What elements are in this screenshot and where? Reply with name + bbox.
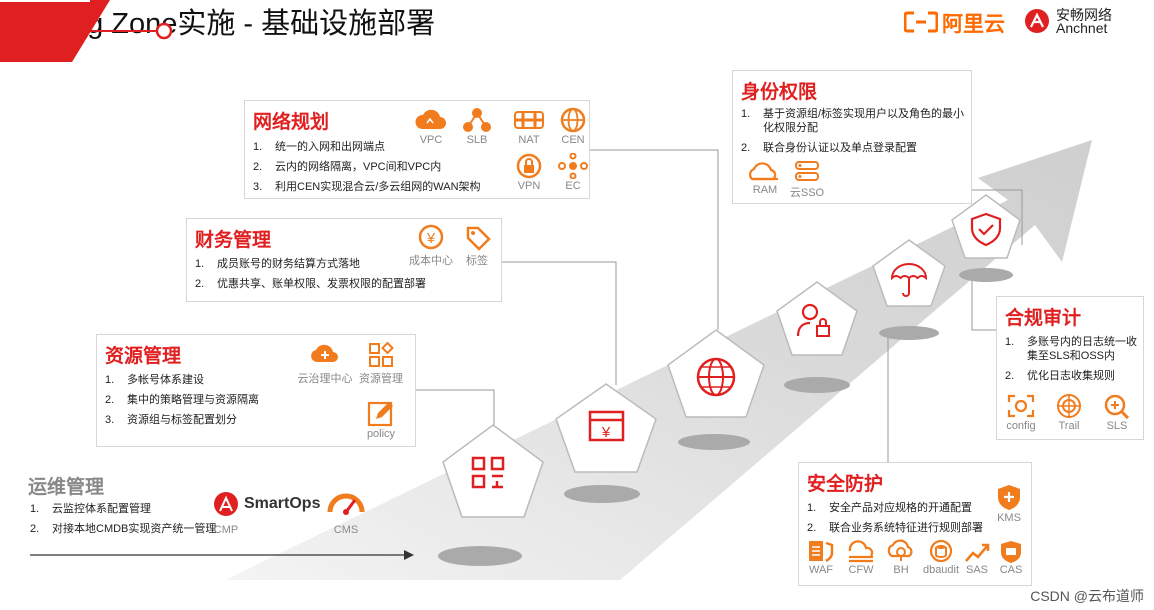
cfw-icon: CFW — [841, 539, 881, 576]
svg-text:¥: ¥ — [426, 230, 436, 247]
panel-network-title: 网络规划 — [253, 112, 330, 133]
panel-security-title: 安全防护 — [807, 474, 884, 495]
panel-security-list: 1.安全产品对应规格的开通配置 2.联合业务系统特征进行规则部署 — [807, 501, 987, 541]
cloud-governance-icon: 云治理中心 — [295, 341, 355, 386]
connector-identity — [972, 189, 1023, 245]
connector-resource — [416, 389, 495, 425]
anchnet-logo-icon — [1025, 9, 1049, 33]
vpn-icon: VPN — [501, 153, 557, 192]
step-shadow — [879, 326, 939, 340]
list-item: 2.优化日志收集规则 — [1005, 370, 1115, 382]
aliyun-logo-icon — [904, 11, 938, 33]
nat-icon: NAT — [501, 107, 557, 146]
list-item: 3.利用CEN实现混合云/多云组网的WAN架构 — [253, 181, 481, 193]
dbaudit-icon: dbaudit — [919, 539, 963, 576]
step-identity-pentagon — [776, 281, 858, 356]
panel-finance-list: 1.成员账号的财务结算方式落地 2.优惠共享、账单权限、发票权限的配置部署 — [195, 257, 435, 297]
panel-resource: 资源管理 1.多帐号体系建设 2.集中的策略管理与资源隔离 3.资源组与标签配置… — [96, 334, 416, 447]
watermark: CSDN @云布道师 — [1030, 588, 1144, 604]
title-rule-dot — [155, 22, 173, 40]
bh-icon: BH — [881, 539, 921, 576]
step-compliance-pentagon — [872, 239, 946, 307]
connector-compliance — [971, 275, 996, 331]
connector-finance — [502, 261, 617, 385]
list-item: 2.优惠共享、账单权限、发票权限的配置部署 — [195, 278, 426, 290]
panel-resource-title: 资源管理 — [105, 346, 182, 367]
waf-icon: WAF — [801, 539, 841, 576]
tag-icon: 标签 — [449, 223, 505, 268]
list-item: 1.成员账号的财务结算方式落地 — [195, 258, 360, 270]
panel-compliance-title: 合规审计 — [1005, 308, 1082, 329]
panel-resource-list: 1.多帐号体系建设 2.集中的策略管理与资源隔离 3.资源组与标签配置划分 — [105, 373, 305, 433]
panel-ops: 运维管理 1.云监控体系配置管理 2.对接本地CMDB实现资产统一管理 CMP … — [20, 468, 380, 548]
anchnet-logo-cn: 安畅网络 — [1056, 7, 1112, 23]
config-icon: config — [997, 393, 1045, 432]
list-item: 1.多帐号体系建设 — [105, 374, 204, 386]
step-security-pentagon — [951, 194, 1021, 259]
sls-icon: SLS — [1093, 393, 1141, 432]
list-item: 1.安全产品对应规格的开通配置 — [807, 502, 972, 514]
step-shadow — [678, 434, 750, 450]
panel-ops-title: 运维管理 — [28, 477, 105, 498]
step-shadow — [564, 485, 640, 503]
anchnet-logo: 安畅网络 Anchnet — [1024, 5, 1144, 37]
cost-center-icon: ¥ 成本中心 — [403, 223, 459, 268]
sas-icon: SAS — [957, 539, 997, 576]
list-item: 1.多账号内的日志统一收集至SLS和OSS内 — [1005, 336, 1137, 362]
panel-identity-list: 1.基于资源组/标签实现用户以及角色的最小化权限分配 2.联合身份认证以及单点登… — [741, 107, 967, 161]
policy-icon: policy — [351, 399, 411, 440]
list-item: 1.基于资源组/标签实现用户以及角色的最小化权限分配 — [741, 108, 965, 134]
panel-network: 网络规划 1.统一的入网和出网端点 2.云内的网络隔离，VPC间和VPC内 3.… — [244, 100, 590, 199]
slb-icon: SLB — [449, 107, 505, 146]
list-item: 1.统一的入网和出网端点 — [253, 141, 385, 153]
trail-icon: Trail — [1045, 393, 1093, 432]
svg-text:¥: ¥ — [601, 424, 611, 441]
step-resource-pentagon — [442, 424, 544, 518]
panel-network-list: 1.统一的入网和出网端点 2.云内的网络隔离，VPC间和VPC内 3.利用CEN… — [253, 140, 493, 200]
panel-compliance-list: 1.多账号内的日志统一收集至SLS和OSS内 2.优化日志收集规则 — [1005, 335, 1141, 389]
step-network-pentagon — [667, 329, 765, 418]
step-shadow — [784, 377, 850, 393]
panel-security: 安全防护 1.安全产品对应规格的开通配置 2.联合业务系统特征进行规则部署 KM… — [798, 462, 1032, 586]
step-finance-pentagon: ¥ — [555, 383, 657, 473]
panel-identity-title: 身份权限 — [741, 82, 818, 103]
connector-network — [590, 149, 719, 330]
cloud-sso-icon: 云SSO — [779, 159, 835, 200]
growth-arrow — [225, 140, 1092, 580]
list-item: 3.资源组与标签配置划分 — [105, 414, 237, 426]
list-item: 2.联合业务系统特征进行规则部署 — [807, 522, 983, 534]
anchnet-logo-en: Anchnet — [1056, 20, 1108, 36]
list-item: 2.对接本地CMDB实现资产统一管理 — [30, 523, 217, 535]
resource-management-icon: 资源管理 — [351, 341, 411, 386]
cms-icon: CMS — [316, 490, 376, 536]
list-item: 2.云内的网络隔离，VPC间和VPC内 — [253, 161, 442, 173]
ec-icon: EC — [545, 153, 601, 192]
aliyun-logo-text: 阿里云 — [942, 13, 1005, 36]
cen-icon: CEN — [545, 107, 601, 146]
kms-icon: KMS — [987, 483, 1031, 524]
cmp-icon: CMP — [196, 490, 256, 536]
panel-ops-list: 1.云监控体系配置管理 2.对接本地CMDB实现资产统一管理 — [30, 502, 230, 542]
smartops-label: SmartOps — [244, 495, 321, 512]
panel-finance: 财务管理 1.成员账号的财务结算方式落地 2.优惠共享、账单权限、发票权限的配置… — [186, 218, 502, 302]
step-shadow — [959, 268, 1013, 282]
cas-icon: CAS — [991, 539, 1031, 576]
panel-finance-title: 财务管理 — [195, 230, 272, 251]
step-shadow — [438, 546, 522, 566]
panel-identity: 身份权限 1.基于资源组/标签实现用户以及角色的最小化权限分配 2.联合身份认证… — [732, 70, 972, 204]
panel-compliance: 合规审计 1.多账号内的日志统一收集至SLS和OSS内 2.优化日志收集规则 c… — [996, 296, 1144, 440]
list-item: 2.集中的策略管理与资源隔离 — [105, 394, 259, 406]
vpc-icon: VPC — [403, 107, 459, 146]
list-item: 2.联合身份认证以及单点登录配置 — [741, 142, 917, 154]
ram-icon: RAM — [737, 159, 793, 196]
list-item: 1.云监控体系配置管理 — [30, 503, 151, 515]
aliyun-logo: 阿里云 — [904, 8, 1014, 36]
